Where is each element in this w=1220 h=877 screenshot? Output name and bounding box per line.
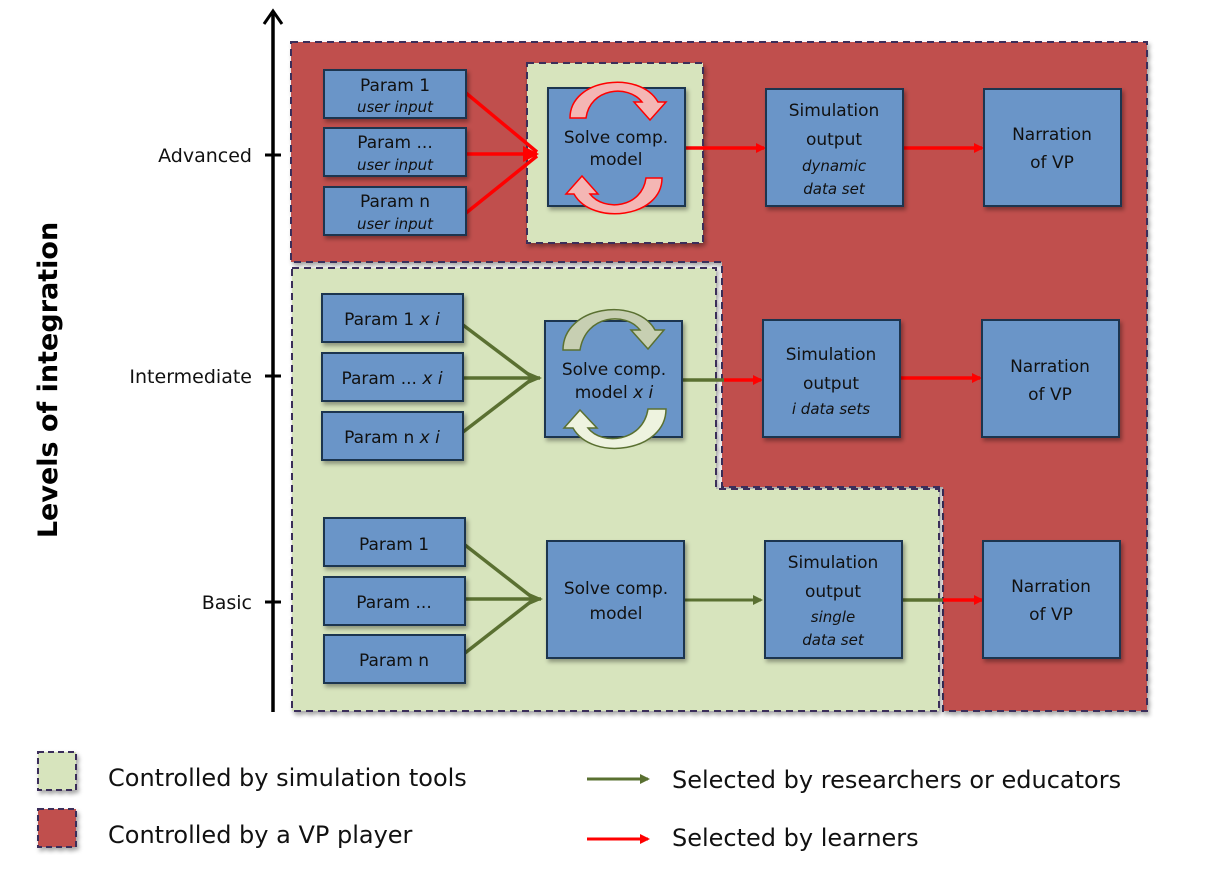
param-box: Param ... user input bbox=[323, 127, 467, 177]
param-box: Param 1 bbox=[323, 517, 466, 567]
legend-swatch-red bbox=[37, 808, 77, 848]
level-label-intermediate: Intermediate bbox=[129, 366, 252, 388]
cycle-arrow-icon bbox=[562, 308, 666, 351]
param-box: Param n user input bbox=[323, 186, 467, 236]
svg-text:Controlled by a VP player: Controlled by a VP player bbox=[108, 821, 413, 849]
advanced-row: Param 1 user input Param ... user input … bbox=[323, 69, 1122, 236]
levels-axis bbox=[262, 8, 284, 712]
param-box: Param 1 x i bbox=[321, 293, 464, 343]
svg-text:Simulation: Simulation bbox=[786, 345, 877, 365]
legend-item-simulation-tools: Controlled by simulation tools bbox=[37, 751, 467, 792]
param-box: Param n x i bbox=[321, 411, 464, 461]
intermediate-row: Param 1 x i Param ... x i Param n x i So… bbox=[321, 293, 1120, 461]
narration-box: Narration of VP bbox=[983, 88, 1122, 207]
svg-text:Param 1 x i: Param 1 x i bbox=[344, 310, 440, 330]
cycle-arrow-icon bbox=[569, 81, 668, 122]
svg-text:Param 1: Param 1 bbox=[359, 535, 429, 555]
svg-text:Simulation: Simulation bbox=[789, 101, 880, 121]
svg-text:model: model bbox=[590, 604, 643, 624]
param-box: Param n bbox=[323, 634, 466, 684]
svg-text:output: output bbox=[805, 582, 861, 602]
svg-text:user input: user input bbox=[357, 156, 434, 174]
svg-text:dynamic: dynamic bbox=[802, 157, 867, 175]
solver-box: Solve comp. model bbox=[547, 81, 686, 215]
svg-text:Narration: Narration bbox=[1012, 125, 1092, 145]
legend-swatch-green bbox=[37, 751, 77, 791]
svg-text:Param 1: Param 1 bbox=[360, 76, 430, 96]
svg-text:model: model bbox=[590, 150, 643, 170]
svg-text:of VP: of VP bbox=[1030, 153, 1074, 173]
vp-player-region bbox=[290, 41, 1148, 712]
svg-text:Param ...: Param ... bbox=[356, 593, 432, 613]
svg-text:Param n: Param n bbox=[359, 651, 429, 671]
svg-text:Solve comp.: Solve comp. bbox=[562, 360, 666, 380]
svg-text:model x i: model x i bbox=[575, 383, 654, 403]
legend-item-researchers: Selected by researchers or educators bbox=[587, 766, 1121, 794]
basic-row: Param 1 Param ... Param n Solve comp. mo… bbox=[323, 517, 1121, 684]
simulation-output-box: Simulation output single data set bbox=[764, 540, 903, 659]
cycle-arrow-icon bbox=[564, 174, 663, 215]
svg-text:output: output bbox=[806, 130, 862, 150]
level-label-basic: Basic bbox=[202, 592, 252, 614]
solver-box: Solve comp. model x i bbox=[544, 308, 683, 450]
svg-text:i data sets: i data sets bbox=[792, 400, 870, 418]
param-box: Param ... x i bbox=[321, 352, 464, 402]
simulation-output-box: Simulation output dynamic data set bbox=[765, 88, 904, 207]
legend-item-learners: Selected by learners bbox=[587, 824, 919, 852]
axis-title: Levels of integration bbox=[33, 222, 64, 538]
svg-text:user input: user input bbox=[357, 98, 434, 116]
svg-text:user input: user input bbox=[357, 215, 434, 233]
svg-text:Solve comp.: Solve comp. bbox=[564, 128, 668, 148]
svg-text:of VP: of VP bbox=[1029, 605, 1073, 625]
cycle-arrow-icon bbox=[562, 408, 667, 450]
level-label-advanced: Advanced bbox=[158, 145, 252, 167]
narration-box: Narration of VP bbox=[982, 540, 1121, 659]
svg-text:Simulation: Simulation bbox=[788, 553, 879, 573]
svg-text:Param n: Param n bbox=[360, 192, 430, 212]
svg-text:single: single bbox=[811, 608, 855, 626]
svg-text:Selected by researchers or edu: Selected by researchers or educators bbox=[672, 766, 1121, 794]
svg-text:Param ...: Param ... bbox=[357, 133, 433, 153]
svg-text:data set: data set bbox=[802, 631, 865, 649]
svg-text:output: output bbox=[803, 374, 859, 394]
svg-text:Solve comp.: Solve comp. bbox=[564, 579, 668, 599]
simulation-output-box: Simulation output i data sets bbox=[762, 319, 901, 438]
legend: Controlled by simulation tools Controlle… bbox=[37, 751, 1121, 852]
narration-box: Narration of VP bbox=[981, 319, 1120, 438]
param-box: Param ... bbox=[323, 576, 466, 626]
svg-text:Narration: Narration bbox=[1011, 577, 1091, 597]
solver-box: Solve comp. model bbox=[546, 540, 685, 659]
param-box: Param 1 user input bbox=[323, 69, 467, 119]
svg-text:of VP: of VP bbox=[1028, 385, 1072, 405]
svg-text:Narration: Narration bbox=[1010, 357, 1090, 377]
svg-text:Param n x i: Param n x i bbox=[344, 428, 440, 448]
svg-text:data set: data set bbox=[803, 180, 866, 198]
svg-text:Selected by learners: Selected by learners bbox=[672, 824, 919, 852]
legend-item-vp-player: Controlled by a VP player bbox=[37, 808, 413, 849]
svg-text:Controlled by simulation tools: Controlled by simulation tools bbox=[108, 764, 467, 792]
svg-text:Param ... x i: Param ... x i bbox=[341, 369, 442, 389]
